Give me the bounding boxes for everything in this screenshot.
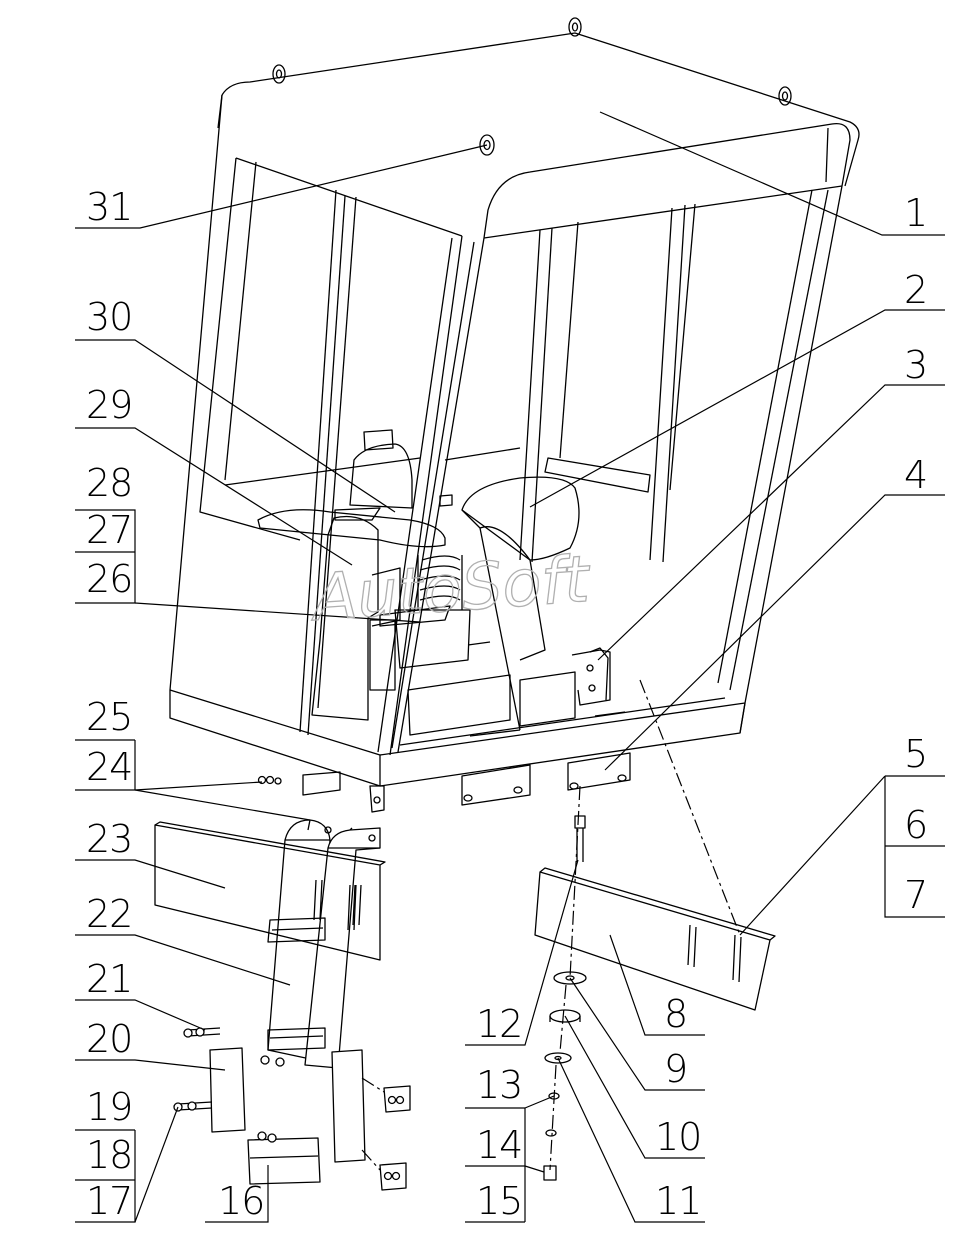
callout-3: 3 <box>904 343 927 387</box>
callout-6: 6 <box>904 803 927 847</box>
callout-29: 29 <box>86 383 132 427</box>
callout-24: 24 <box>86 745 132 789</box>
lifting-eye <box>272 17 792 156</box>
callout-1: 1 <box>904 191 927 235</box>
callout-17: 17 <box>86 1179 132 1223</box>
clamp-plates <box>209 1047 411 1191</box>
callout-31: 31 <box>86 185 132 229</box>
callout-25: 25 <box>86 695 132 739</box>
callout-15: 15 <box>476 1179 522 1223</box>
side-panel <box>534 867 776 1011</box>
callout-9: 9 <box>664 1047 687 1091</box>
callout-14: 14 <box>476 1123 522 1167</box>
assembly-centerline <box>639 679 741 936</box>
mount-bracket <box>571 647 611 706</box>
cover-plate <box>154 821 386 961</box>
callout-7: 7 <box>904 873 927 917</box>
callout-13: 13 <box>476 1063 522 1107</box>
watermark-text: AutoSoft <box>307 543 594 637</box>
callout-12: 12 <box>476 1002 522 1046</box>
leader-lines <box>75 111 945 1223</box>
callout-labels: 1 2 3 4 5 6 7 8 9 10 11 12 13 14 15 16 1… <box>86 185 928 1223</box>
callout-2: 2 <box>904 268 927 312</box>
seat-cushion <box>311 515 451 721</box>
mount-stack <box>543 785 587 1181</box>
callout-28: 28 <box>86 461 132 505</box>
callout-19: 19 <box>86 1085 132 1129</box>
callout-23: 23 <box>86 817 132 861</box>
right-seat <box>407 476 580 736</box>
callout-18: 18 <box>86 1133 132 1177</box>
callout-10: 10 <box>655 1115 701 1159</box>
callout-5: 5 <box>904 732 927 776</box>
cabin-assembly <box>169 32 860 813</box>
callout-22: 22 <box>86 892 132 936</box>
callout-30: 30 <box>86 295 132 339</box>
callout-8: 8 <box>664 992 687 1036</box>
callout-11: 11 <box>655 1179 701 1223</box>
callout-20: 20 <box>86 1017 132 1061</box>
callout-26: 26 <box>86 557 132 601</box>
callout-27: 27 <box>86 508 132 552</box>
callout-16: 16 <box>218 1179 264 1223</box>
bolt-set <box>173 775 285 1143</box>
callout-4: 4 <box>904 453 927 497</box>
callout-21: 21 <box>86 957 132 1001</box>
step-bracket-pair <box>267 771 381 1069</box>
